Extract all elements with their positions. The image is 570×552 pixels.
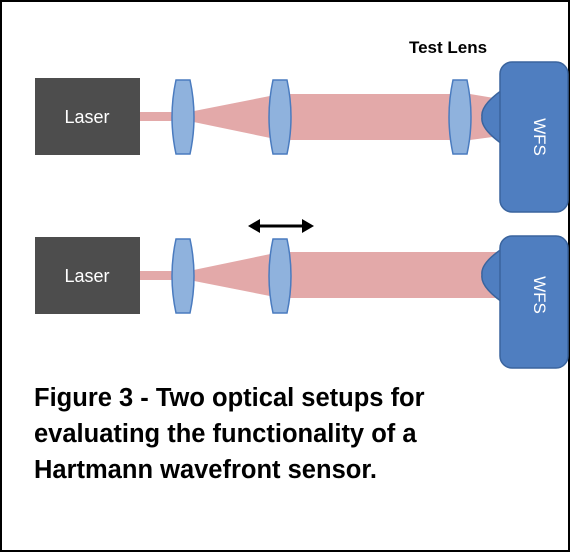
caption-line-3: Hartmann wavefront sensor. — [34, 456, 377, 484]
test-lens-label: Test Lens — [409, 38, 487, 57]
bottom-movable-lens — [268, 238, 292, 314]
top-laser-label: Laser — [64, 107, 109, 127]
bottom-narrow-beam — [140, 271, 182, 280]
bottom-lens-1 — [171, 238, 195, 314]
top-laser-box — [35, 78, 140, 155]
double-arrow-icon — [248, 219, 314, 233]
bottom-wfs-label: WFS — [530, 276, 549, 314]
top-wfs-body — [499, 61, 569, 213]
top-expanding-beam — [184, 94, 280, 140]
bottom-expanding-beam — [184, 252, 280, 298]
bottom-laser-box — [35, 237, 140, 314]
figure-caption: Figure 3 - Two optical setups for evalua… — [34, 380, 554, 488]
bottom-laser-label: Laser — [64, 266, 109, 286]
top-wfs-label: WFS — [530, 118, 549, 156]
top-narrow-beam — [140, 112, 182, 121]
top-collimated-beam — [280, 94, 470, 140]
caption-line-1: Figure 3 - Two optical setups for — [34, 384, 425, 412]
top-test-lens — [448, 79, 472, 155]
top-lens-1 — [171, 79, 195, 155]
caption-line-2: evaluating the functionality of a — [34, 420, 417, 448]
top-setup: Laser Test Lens WFS — [35, 38, 569, 213]
bottom-collimated-beam — [280, 252, 500, 298]
bottom-setup: Laser WFS — [35, 219, 569, 369]
top-lens-2 — [268, 79, 292, 155]
bottom-wfs-body — [499, 235, 569, 369]
